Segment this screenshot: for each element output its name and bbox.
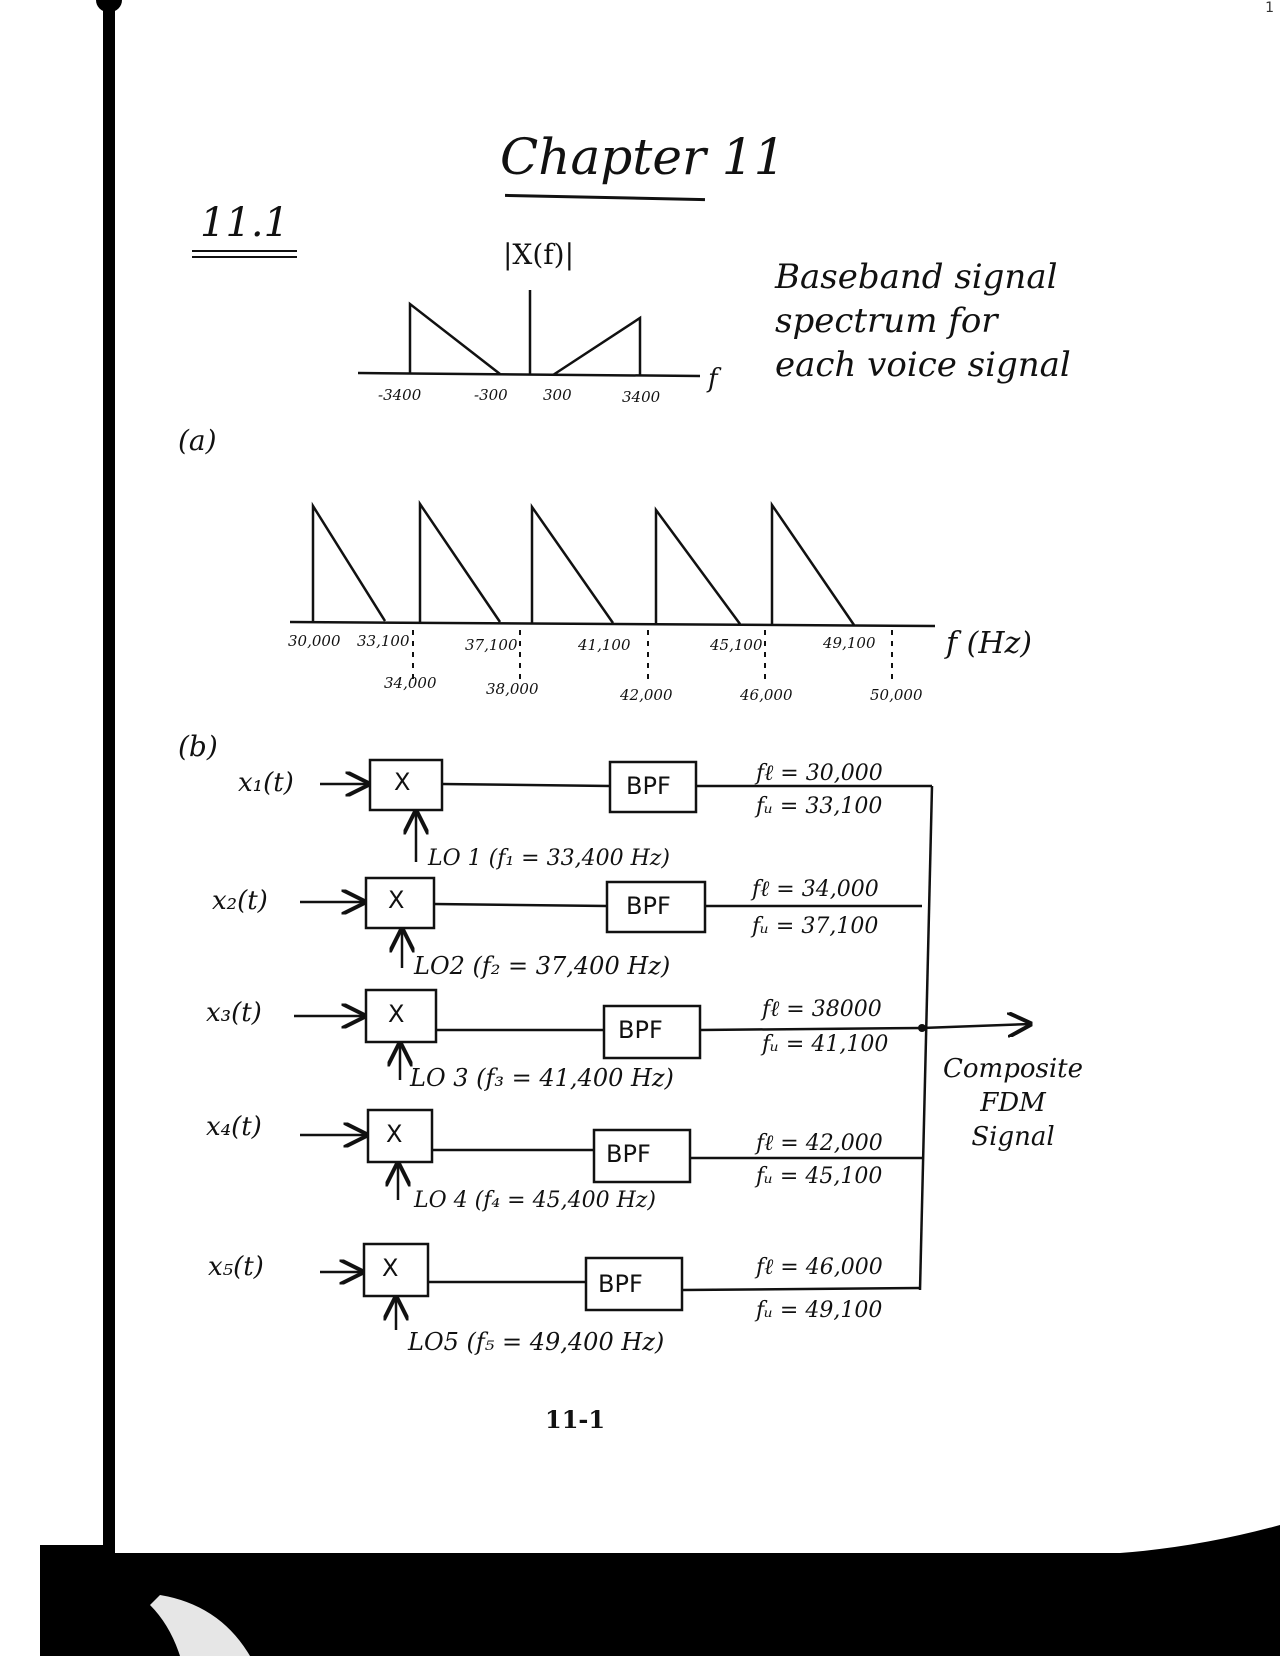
- mixer-symbol: X: [394, 768, 411, 796]
- part-a-label: (a): [178, 424, 217, 457]
- bpf-box: [584, 1256, 684, 1312]
- upper-cutoff: fᵤ = 33,100: [756, 794, 883, 819]
- filter-to-bus: [681, 1286, 921, 1292]
- baseband-note-line: spectrum for: [775, 301, 998, 342]
- chapter-title: Chapter 11: [500, 128, 786, 186]
- fdm-lobe-5: [770, 500, 856, 626]
- baseband-negative-lobe: [408, 301, 501, 375]
- lower-cutoff: fℓ = 38000: [762, 997, 882, 1022]
- bpf-label: BPF: [598, 1270, 643, 1298]
- upper-cutoff: fᵤ = 49,100: [756, 1298, 883, 1323]
- mixer-symbol: X: [382, 1254, 399, 1282]
- section-underline-1: [192, 250, 297, 252]
- fdm-lower-tick: 50,000: [870, 686, 923, 704]
- lo-label: LO2 (f₂ = 37,400 Hz): [414, 952, 671, 980]
- summing-node: [918, 1024, 926, 1032]
- bpf-label: BPF: [626, 772, 671, 800]
- output-label-line: Signal: [971, 1121, 1055, 1152]
- part-b-label: (b): [178, 730, 218, 763]
- output-label-line: FDM: [980, 1087, 1046, 1118]
- page-number: 11-1: [545, 1405, 606, 1434]
- bpf-box: [592, 1128, 692, 1184]
- input-label: x₃(t): [206, 998, 262, 1028]
- fdm-upper-tick: 49,100: [823, 634, 876, 652]
- upper-cutoff: fᵤ = 37,100: [752, 914, 879, 939]
- upper-cutoff: fᵤ = 41,100: [762, 1032, 889, 1057]
- lo-label: LO5 (f₅ = 49,400 Hz): [408, 1328, 665, 1356]
- lo-label: LO 1 (f₁ = 33,400 Hz): [428, 846, 670, 871]
- lo-label: LO 3 (f₃ = 41,400 Hz): [410, 1064, 674, 1092]
- fdm-lobe-4: [654, 506, 742, 625]
- fdm-upper-tick: 45,100: [710, 636, 763, 654]
- section-underline-2: [192, 256, 297, 258]
- fdm-lower-tick: 38,000: [486, 680, 539, 698]
- mixer-symbol: X: [386, 1120, 403, 1148]
- fdm-upper-tick: 30,000: [288, 632, 341, 650]
- fdm-lower-tick: 46,000: [740, 686, 793, 704]
- lower-cutoff: fℓ = 30,000: [756, 761, 883, 786]
- magnitude-label: |X(f)|: [503, 238, 575, 271]
- fdm-axis-label: f (Hz): [946, 626, 1033, 661]
- baseband-axis-label: f: [708, 364, 718, 394]
- fdm-axis: [289, 620, 936, 628]
- fdm-lower-tick: 34,000: [384, 674, 437, 692]
- bpf-label: BPF: [606, 1140, 651, 1168]
- upper-cutoff: fᵤ = 45,100: [756, 1164, 883, 1189]
- output-label-line: Composite: [943, 1054, 1083, 1084]
- lower-cutoff: fℓ = 42,000: [756, 1131, 883, 1156]
- output-arrow: [921, 1024, 1030, 1028]
- baseband-note-line: each voice signal: [775, 345, 1071, 386]
- baseband-tick: -300: [474, 386, 508, 404]
- lower-cutoff: fℓ = 34,000: [752, 877, 879, 902]
- mixer-symbol: X: [388, 886, 405, 914]
- fdm-lobe-1: [311, 501, 387, 622]
- mixer-to-filter: [433, 902, 608, 908]
- fdm-upper-tick: 37,100: [465, 636, 518, 654]
- baseband-tick: -3400: [378, 386, 422, 404]
- filter-to-bus: [699, 1026, 923, 1032]
- bpf-label: BPF: [618, 1016, 663, 1044]
- output-label: Composite FDM Signal: [938, 1053, 1088, 1154]
- fdm-lower-tick: 42,000: [620, 686, 673, 704]
- baseband-tick: 3400: [622, 388, 661, 406]
- lo-label: LO 4 (f₄ = 45,400 Hz): [414, 1188, 656, 1213]
- baseband-note: Baseband signal spectrum for each voice …: [775, 255, 1105, 388]
- input-label: x₂(t): [212, 886, 268, 916]
- section-number: 11.1: [200, 200, 290, 246]
- bpf-box: [602, 1004, 702, 1060]
- baseband-tick: 300: [543, 386, 572, 404]
- input-label: x₅(t): [208, 1252, 264, 1282]
- input-label: x₄(t): [206, 1112, 262, 1142]
- baseband-note-line: Baseband signal: [775, 257, 1058, 297]
- summing-bus: [918, 785, 934, 1291]
- mixer-to-filter: [441, 782, 611, 788]
- fdm-upper-tick: 41,100: [578, 636, 631, 654]
- binding-spine: [103, 0, 115, 1530]
- lower-cutoff: fℓ = 46,000: [756, 1255, 883, 1280]
- bpf-label: BPF: [626, 892, 671, 920]
- mixer-symbol: X: [388, 1000, 405, 1028]
- corner-mark: 1: [1265, 0, 1274, 16]
- scan-shadow-band: [0, 1525, 1280, 1656]
- fdm-upper-tick: 33,100: [357, 632, 410, 650]
- fdm-lobe-3: [530, 503, 615, 624]
- input-label: x₁(t): [238, 768, 294, 798]
- fdm-lobe-2: [418, 499, 502, 623]
- baseband-positive-lobe: [552, 315, 642, 377]
